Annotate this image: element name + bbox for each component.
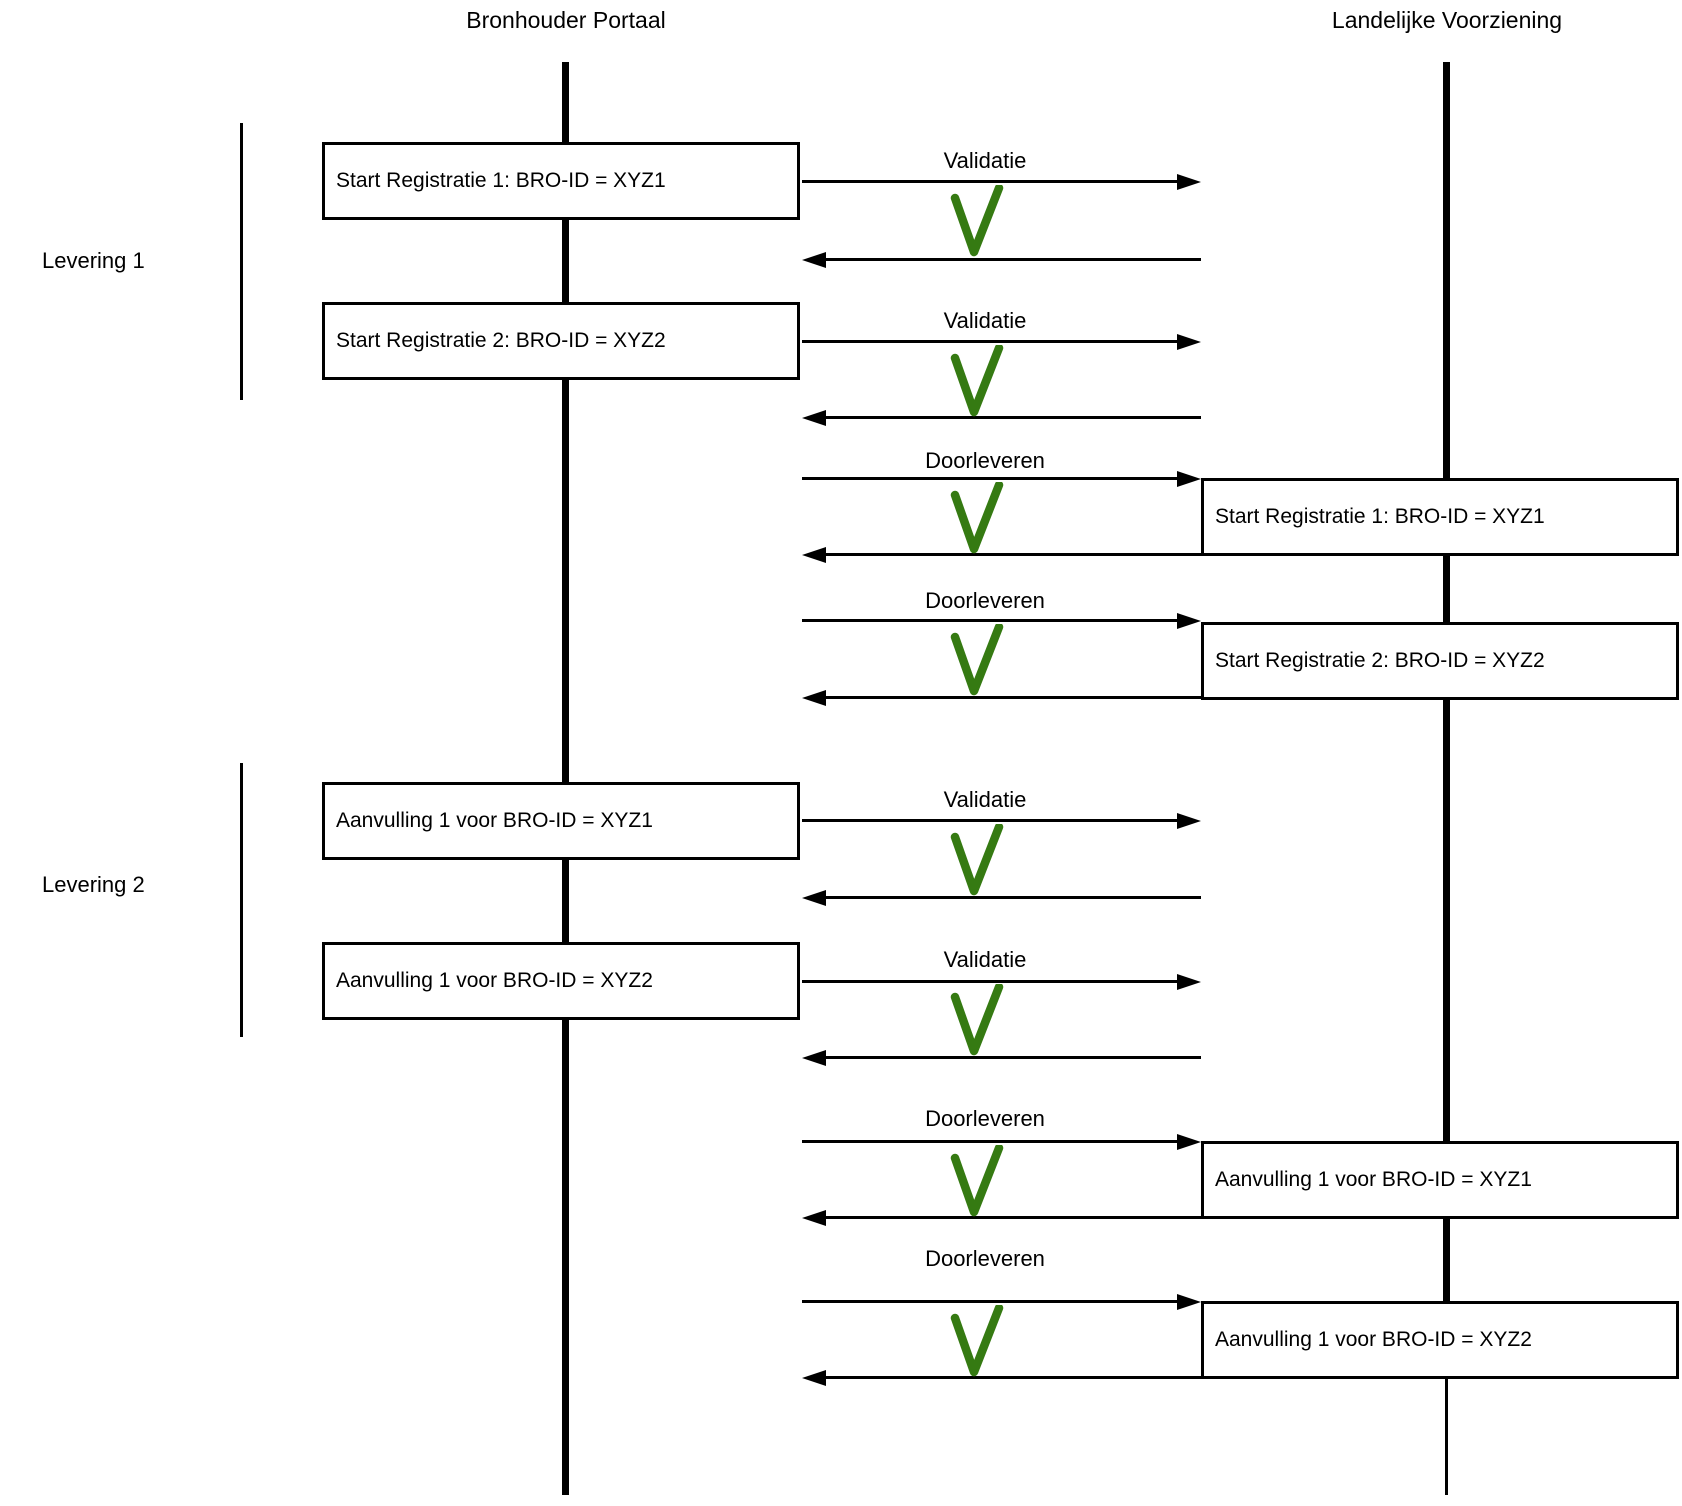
validatie-response-arrow-2 [802, 409, 1201, 426]
validatie-request-arrow-1 [802, 173, 1201, 190]
validatie-response-arrow-1 [802, 251, 1201, 268]
validatie-request-arrow-4 [802, 973, 1201, 990]
group-label-levering-2: Levering 2 [42, 872, 145, 897]
message-box-aanvulling-1-xyz2-right: Aanvulling 1 voor BRO-ID = XYZ2 [1201, 1301, 1679, 1379]
validatie-response-arrow-3 [802, 889, 1201, 906]
message-box-aanvulling-1-xyz2-left: Aanvulling 1 voor BRO-ID = XYZ2 [322, 942, 800, 1020]
validatie-response-arrow-4 [802, 1049, 1201, 1066]
doorleveren-response-arrow-2 [802, 689, 1201, 706]
message-label-validatie-4: Validatie [943, 947, 1027, 972]
message-box-start-registratie-1-right: Start Registratie 1: BRO-ID = XYZ1 [1201, 478, 1679, 556]
message-label-doorleveren-2: Doorleveren [925, 588, 1045, 613]
doorleveren-response-arrow-3 [802, 1209, 1201, 1226]
message-label-validatie-1: Validatie [943, 148, 1027, 173]
lifeline-landelijke-voorziening-tail [1445, 1378, 1448, 1495]
message-box-label: Start Registratie 2: BRO-ID = XYZ2 [1215, 649, 1545, 672]
message-box-label: Aanvulling 1 voor BRO-ID = XYZ1 [1215, 1168, 1532, 1191]
check-icon [950, 624, 1004, 696]
lifeline-bronhouder [562, 62, 569, 1495]
doorleveren-response-arrow-4 [802, 1369, 1201, 1386]
check-icon [950, 482, 1004, 554]
message-box-label: Start Registratie 1: BRO-ID = XYZ1 [1215, 505, 1545, 528]
check-icon [950, 824, 1004, 896]
message-label-doorleveren-4: Doorleveren [925, 1246, 1045, 1271]
doorleveren-response-arrow-1 [802, 546, 1201, 563]
doorleveren-request-arrow-1 [802, 470, 1201, 487]
doorleveren-request-arrow-3 [802, 1133, 1201, 1150]
message-box-label: Aanvulling 1 voor BRO-ID = XYZ1 [336, 809, 653, 832]
actor-title-bronhouder-portaal: Bronhouder Portaal [466, 7, 666, 33]
check-icon [950, 1305, 1004, 1377]
message-box-aanvulling-1-xyz1-right: Aanvulling 1 voor BRO-ID = XYZ1 [1201, 1141, 1679, 1219]
message-box-label: Aanvulling 1 voor BRO-ID = XYZ2 [1215, 1328, 1532, 1351]
message-box-start-registratie-2-right: Start Registratie 2: BRO-ID = XYZ2 [1201, 622, 1679, 700]
message-box-start-registratie-1-left: Start Registratie 1: BRO-ID = XYZ1 [322, 142, 800, 220]
check-icon [950, 984, 1004, 1056]
message-box-label: Start Registratie 2: BRO-ID = XYZ2 [336, 329, 666, 352]
message-box-start-registratie-2-left: Start Registratie 2: BRO-ID = XYZ2 [322, 302, 800, 380]
lifeline-landelijke-voorziening [1443, 62, 1450, 1378]
check-icon [950, 345, 1004, 417]
group-label-levering-1: Levering 1 [42, 248, 145, 273]
message-label-doorleveren-1: Doorleveren [925, 448, 1045, 473]
doorleveren-request-arrow-2 [802, 612, 1201, 629]
actor-title-landelijke-voorziening: Landelijke Voorziening [1331, 7, 1563, 33]
message-label-validatie-3: Validatie [943, 787, 1027, 812]
message-label-doorleveren-3: Doorleveren [925, 1106, 1045, 1131]
group-bracket-levering-1 [240, 123, 243, 400]
validatie-request-arrow-2 [802, 333, 1201, 350]
check-icon [950, 1145, 1004, 1217]
message-label-validatie-2: Validatie [943, 308, 1027, 333]
check-icon [950, 185, 1004, 257]
validatie-request-arrow-3 [802, 812, 1201, 829]
doorleveren-request-arrow-4 [802, 1293, 1201, 1310]
message-box-label: Aanvulling 1 voor BRO-ID = XYZ2 [336, 969, 653, 992]
message-box-label: Start Registratie 1: BRO-ID = XYZ1 [336, 169, 666, 192]
message-box-aanvulling-1-xyz1-left: Aanvulling 1 voor BRO-ID = XYZ1 [322, 782, 800, 860]
group-bracket-levering-2 [240, 763, 243, 1037]
